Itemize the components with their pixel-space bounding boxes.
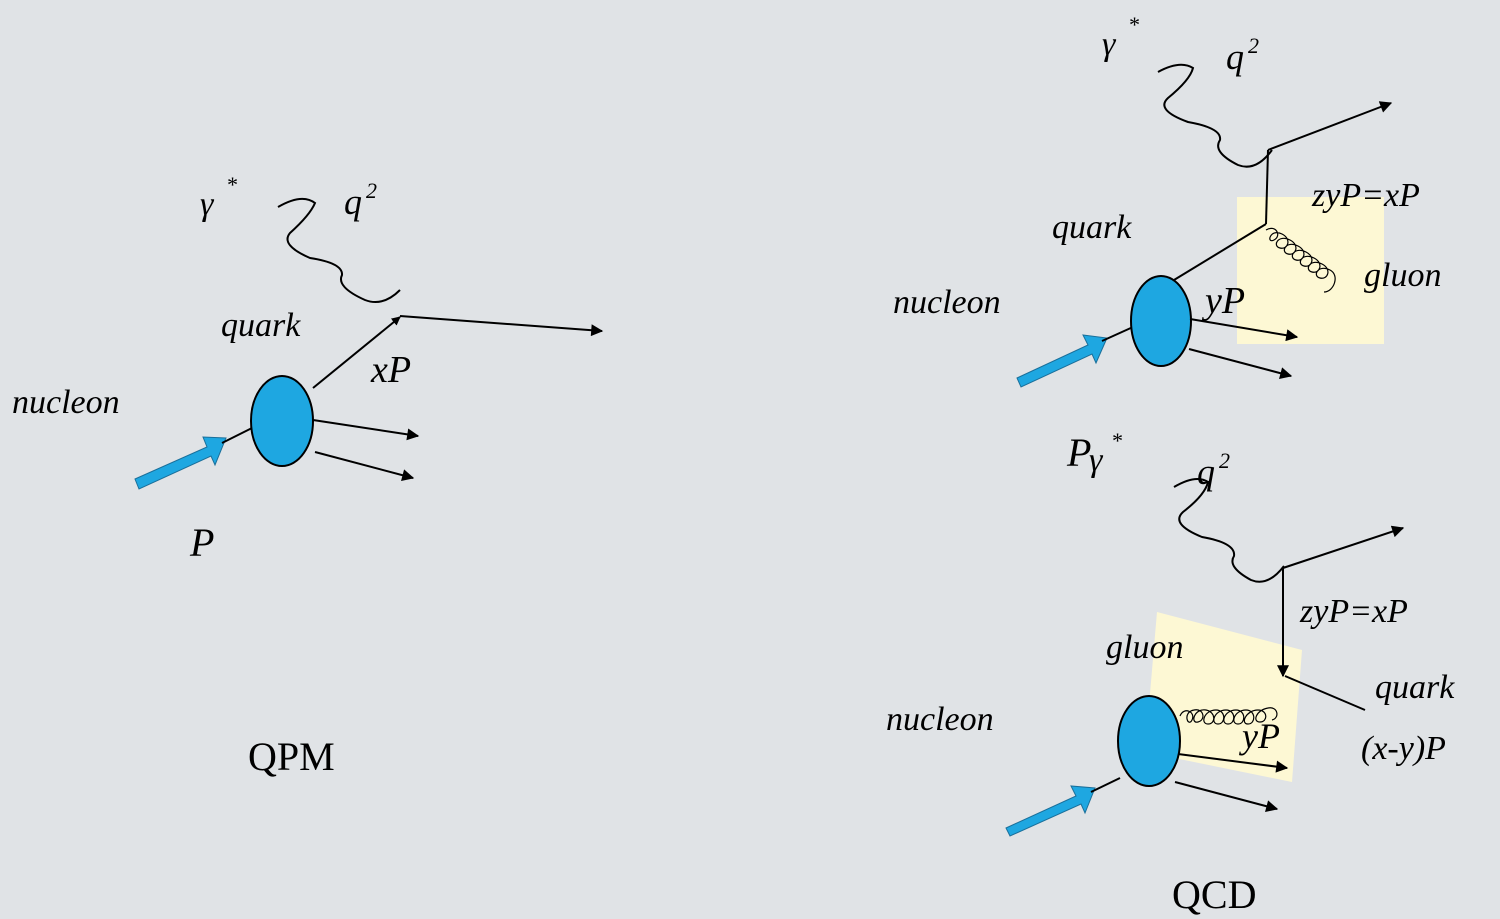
qcd-bottom-q-label: q: [1197, 452, 1215, 492]
qpm-gamma-star: *: [226, 172, 237, 197]
qpm-gamma-label: γ: [200, 186, 215, 223]
qcd-bottom-nucleon-label: nucleon: [886, 701, 994, 738]
qcd-caption: QCD: [1172, 872, 1256, 917]
qcd-bottom-nucleon-blob: [1118, 696, 1180, 786]
qcd-bottom-spectator-2: [1175, 782, 1277, 809]
qcd-top-photon-wavy-line: [1158, 65, 1272, 167]
qcd-bottom-photon-wavy-line: [1174, 479, 1284, 582]
qpm-q-label: q: [344, 182, 362, 222]
qcd-bottom-gamma-star: *: [1111, 428, 1122, 453]
qcd-bottom-quark-label: quark: [1375, 669, 1455, 706]
qpm-diagram: [135, 199, 602, 489]
qcd-top-gluon-label: gluon: [1364, 257, 1441, 294]
qcd-bottom-nucleon-arrow: [1006, 786, 1095, 836]
qpm-nucleon-arrow: [135, 437, 226, 489]
qpm-spectator-1: [313, 420, 418, 436]
qcd-bottom-yP-label: yP: [1239, 716, 1280, 756]
qcd-top-yP-label: yP: [1201, 280, 1245, 322]
qcd-top-nucleon-arrow: [1017, 335, 1107, 387]
qcd-bottom-outgoing-quark: [1283, 528, 1403, 568]
qpm-caption: QPM: [248, 734, 335, 779]
qpm-quark-label: quark: [221, 307, 301, 344]
qcd-top-zyP-label: zyP=xP: [1311, 177, 1420, 214]
qcd-top-outgoing-quark: [1268, 103, 1391, 150]
qpm-P-label: P: [189, 520, 214, 565]
qcd-bottom-xyP-label: (x-y)P: [1361, 730, 1446, 767]
qpm-proton-line: [222, 428, 252, 443]
qpm-outgoing-quark: [400, 316, 602, 331]
qcd-bottom-proton-line: [1091, 778, 1120, 792]
qcd-top-spectator-2: [1189, 349, 1291, 376]
qpm-spectator-2: [315, 452, 413, 478]
qcd-top-nucleon-blob: [1131, 276, 1191, 366]
qcd-bottom-q-exponent: 2: [1219, 448, 1230, 473]
qpm-xP-label: xP: [370, 349, 411, 391]
qpm-nucleon-label: nucleon: [12, 384, 120, 421]
qcd-top-q-exponent: 2: [1248, 33, 1259, 58]
qcd-top-P-label: P: [1066, 430, 1091, 475]
qpm-photon-wavy-line: [278, 199, 400, 302]
qcd-top-gamma-label: γ: [1102, 26, 1117, 63]
qcd-top-gamma-star: *: [1128, 12, 1139, 37]
qcd-bottom-gamma-label: γ: [1089, 442, 1104, 479]
qcd-top-quark-label: quark: [1052, 209, 1132, 246]
qcd-top-q-label: q: [1226, 37, 1244, 77]
qpm-q-exponent: 2: [366, 178, 377, 203]
qcd-top-proton-line: [1102, 327, 1133, 341]
qcd-bottom-gluon-label: gluon: [1106, 629, 1183, 666]
qpm-nucleon-blob: [251, 376, 313, 466]
qcd-bottom-zyP-label: zyP=xP: [1299, 593, 1408, 630]
qcd-top-nucleon-label: nucleon: [893, 284, 1001, 321]
qcd-top-highlight-box: [1237, 197, 1384, 344]
